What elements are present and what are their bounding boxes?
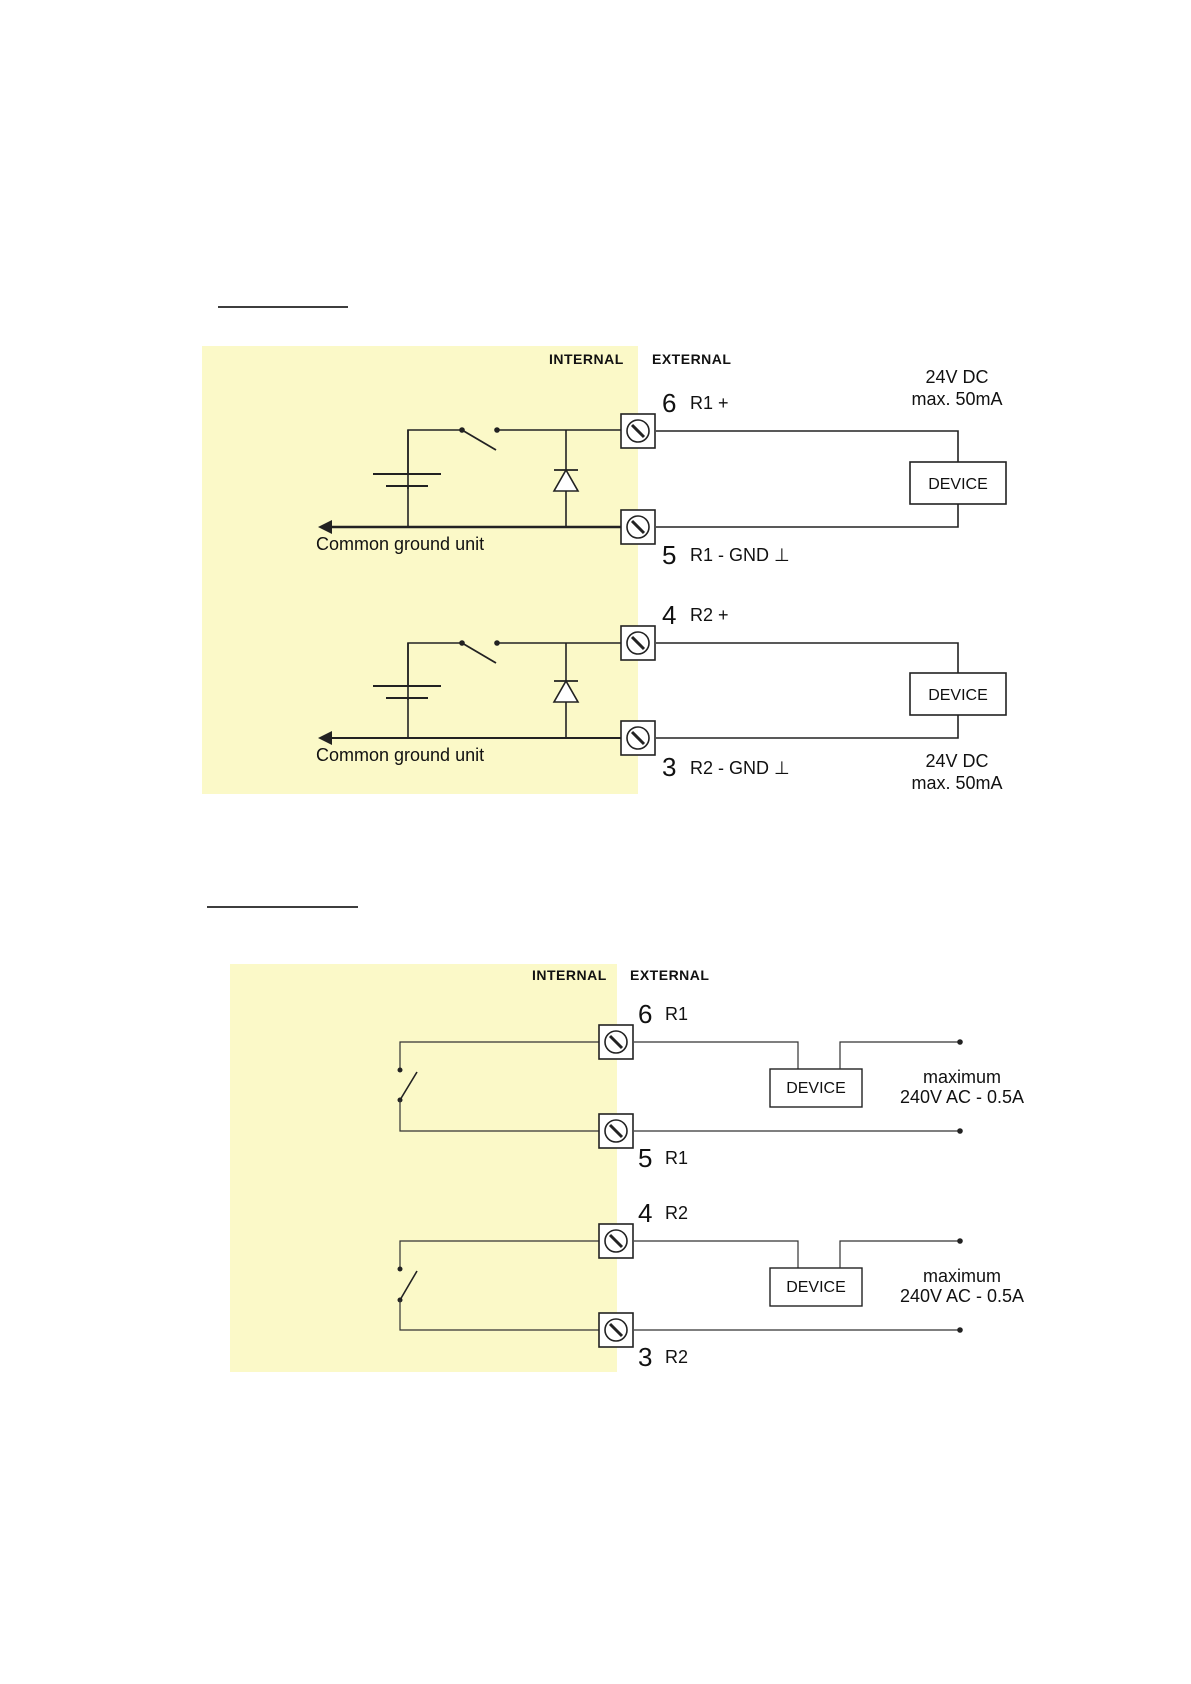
terminal-3-label: R2	[665, 1347, 688, 1367]
limit-1-line1: maximum	[923, 1067, 1001, 1087]
internal-area	[230, 964, 617, 1372]
ground-label-1: Common ground unit	[316, 534, 484, 554]
terminal-6-screw-icon	[621, 414, 655, 448]
ground-label-2: Common ground unit	[316, 745, 484, 765]
terminal-6-number: 6	[638, 999, 652, 1029]
supply-spec-top-line2: max. 50mA	[911, 389, 1002, 409]
internal-area	[202, 346, 638, 794]
supply-spec-top-line1: 24V DC	[925, 367, 988, 387]
terminal-5-label: R1	[665, 1148, 688, 1168]
terminal-6-label: R1	[665, 1004, 688, 1024]
terminal-6-number: 6	[662, 388, 676, 418]
terminal-5-number: 5	[638, 1143, 652, 1173]
terminal-3-screw-icon	[621, 721, 655, 755]
terminal-4-number: 4	[638, 1198, 652, 1228]
device-label-2: DEVICE	[786, 1279, 846, 1296]
supply-spec-bottom-line1: 24V DC	[925, 751, 988, 771]
terminal-4-label: R2	[665, 1203, 688, 1223]
terminal-5-label: R1 - GND ⊥	[690, 545, 790, 565]
terminal-3-number: 3	[662, 752, 676, 782]
device-label-1: DEVICE	[928, 476, 988, 493]
diagram-1-dc-outputs: INTERNAL EXTERNAL 24V DC max. 50mA	[202, 307, 1006, 794]
limit-1-line2: 240V AC - 0.5A	[900, 1087, 1024, 1107]
terminal-3-number: 3	[638, 1342, 652, 1372]
terminal-5-number: 5	[662, 540, 676, 570]
terminal-5-screw-icon	[599, 1114, 633, 1148]
terminal-3-label: R2 - GND ⊥	[690, 758, 790, 778]
terminal-6-label: R1 +	[690, 393, 729, 413]
terminal-4-screw-icon	[599, 1224, 633, 1258]
terminal-6-screw-icon	[599, 1025, 633, 1059]
terminal-4-screw-icon	[621, 626, 655, 660]
diagram-2-ac-outputs: INTERNAL EXTERNAL 6 R1 5 R1 DEVICE maxim…	[207, 907, 1024, 1372]
device-label-2: DEVICE	[928, 687, 988, 704]
terminal-5-screw-icon	[621, 510, 655, 544]
external-label: EXTERNAL	[630, 967, 709, 983]
terminal-4-label: R2 +	[690, 605, 729, 625]
limit-2-line2: 240V AC - 0.5A	[900, 1286, 1024, 1306]
external-label: EXTERNAL	[652, 351, 731, 367]
terminal-4-number: 4	[662, 600, 676, 630]
supply-spec-bottom-line2: max. 50mA	[911, 773, 1002, 793]
device-label-1: DEVICE	[786, 1080, 846, 1097]
internal-label: INTERNAL	[549, 351, 624, 367]
terminal-3-screw-icon	[599, 1313, 633, 1347]
internal-label: INTERNAL	[532, 967, 607, 983]
limit-2-line1: maximum	[923, 1266, 1001, 1286]
